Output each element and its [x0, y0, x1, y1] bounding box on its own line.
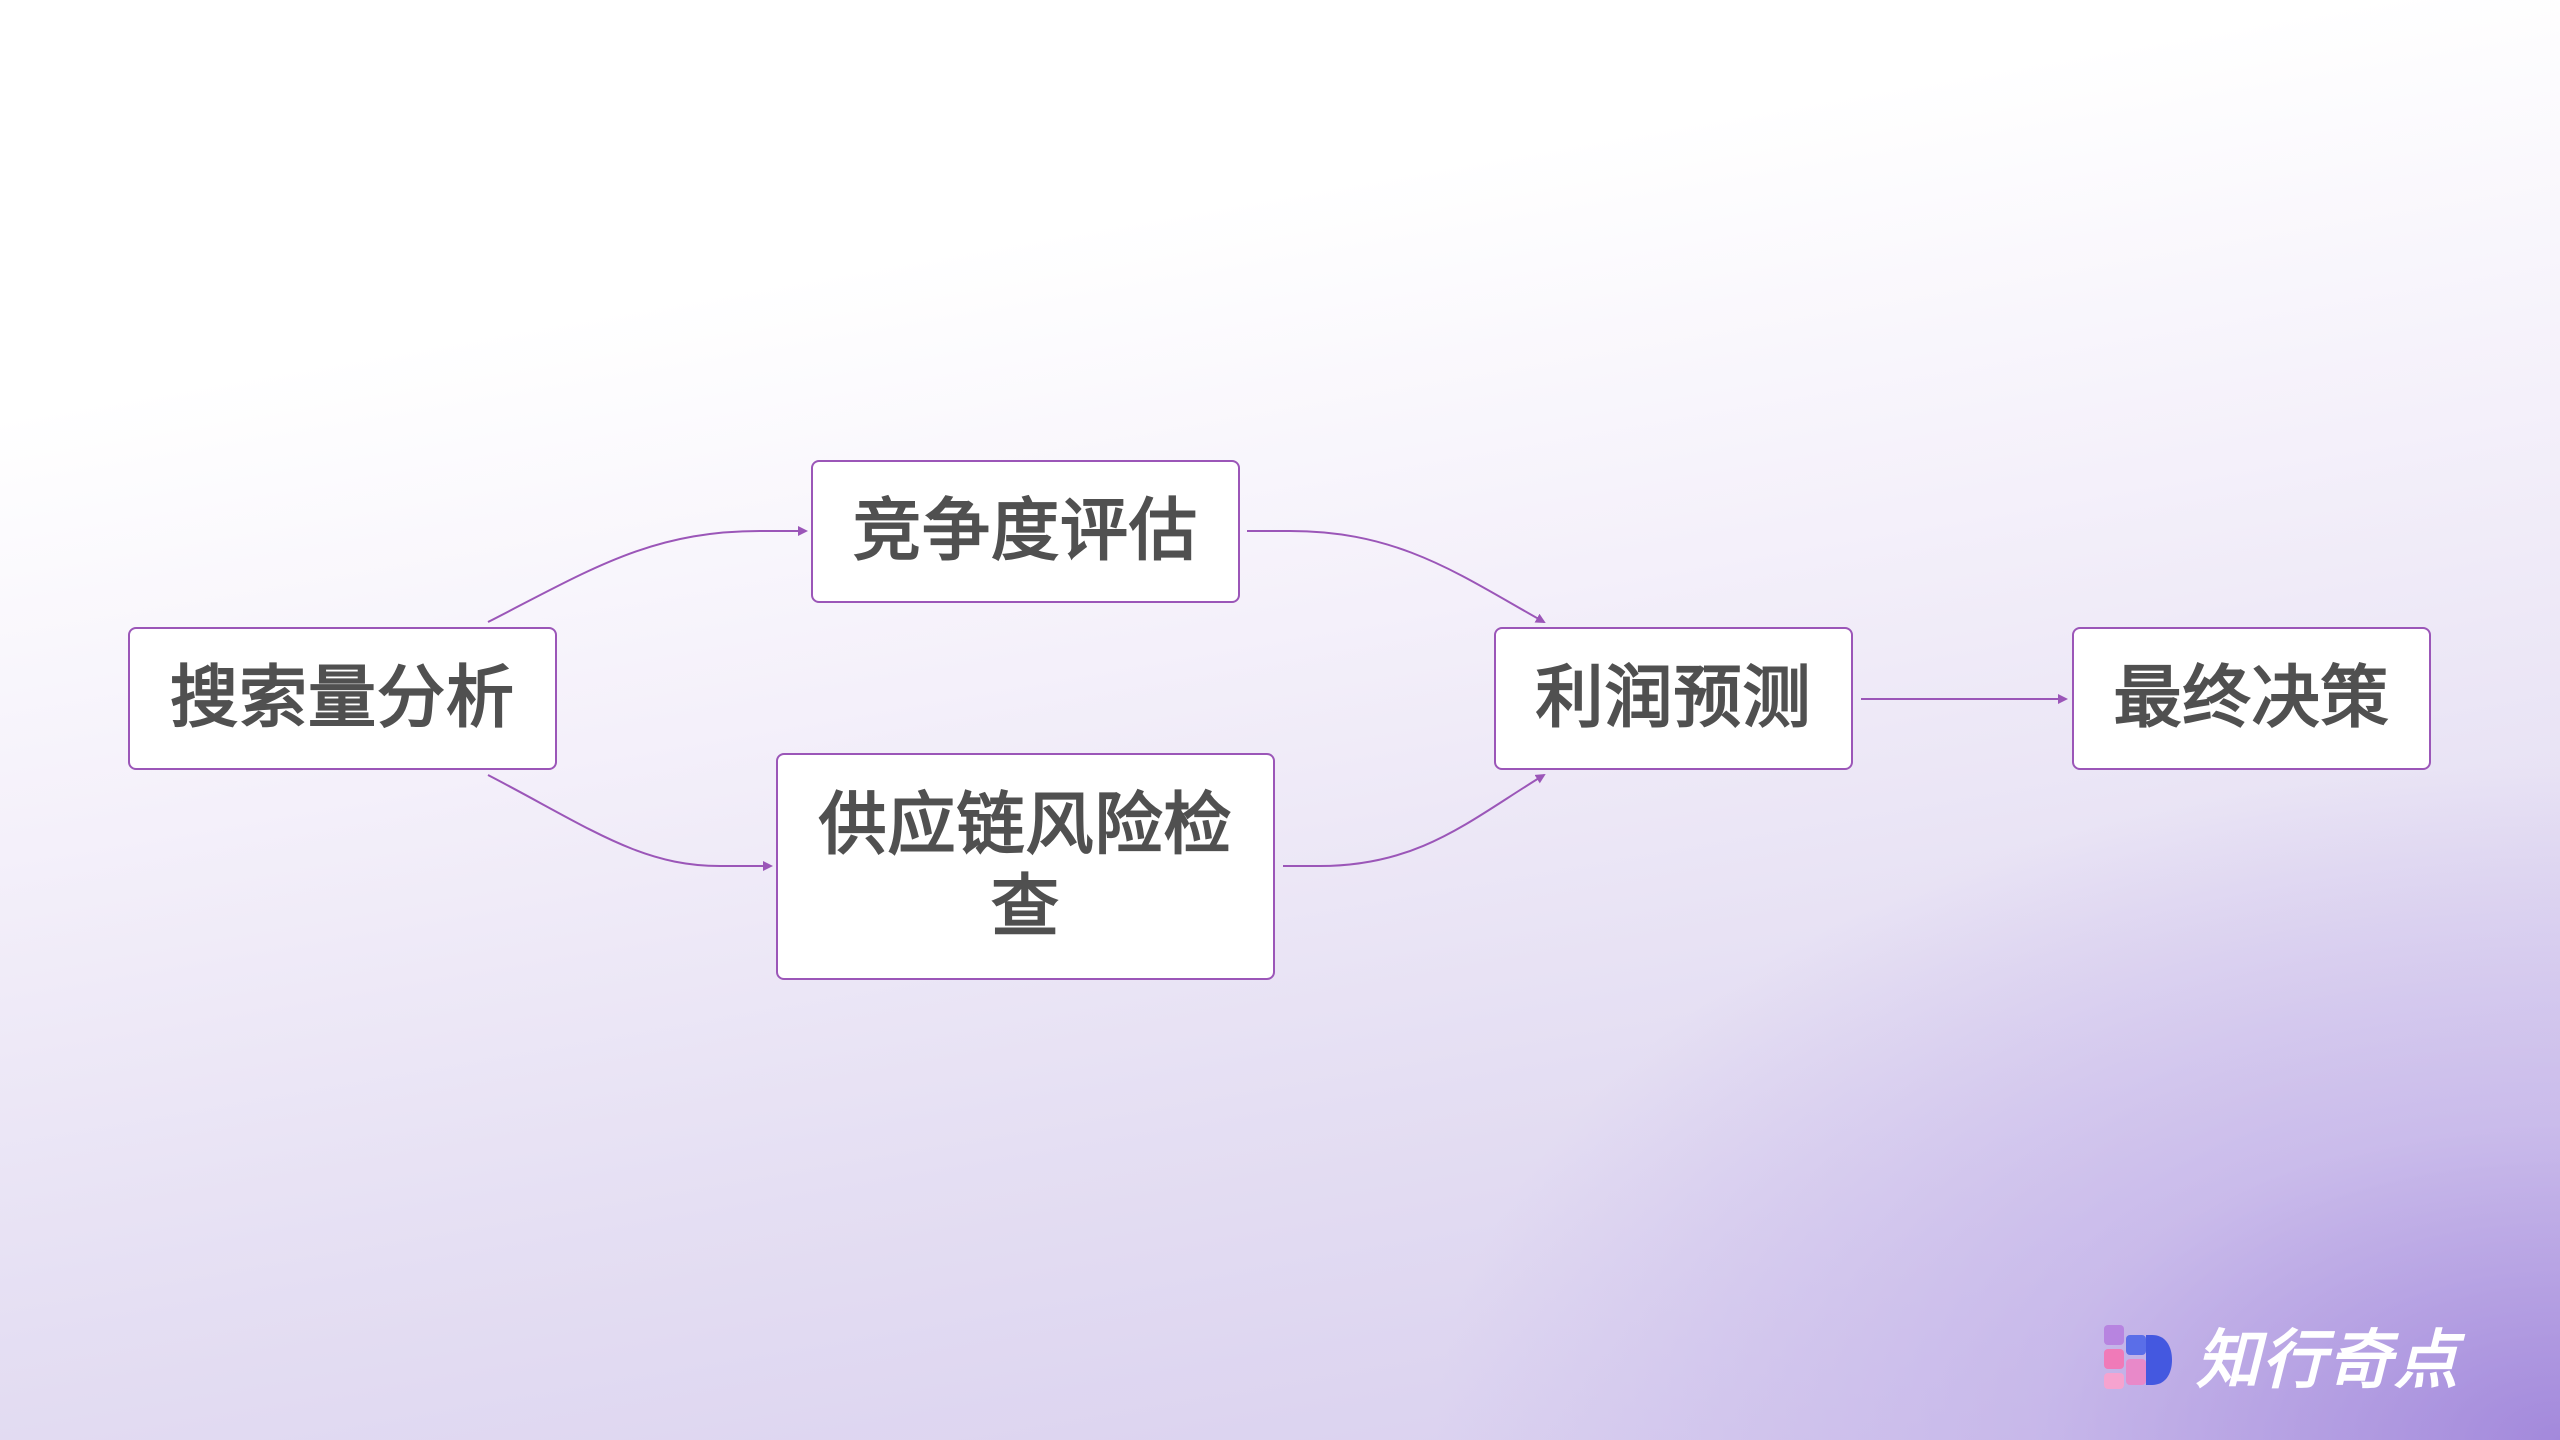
node-profit-forecast: 利润预测 [1494, 627, 1853, 770]
node-label: 利润预测 [1535, 658, 1812, 738]
node-final-decision: 最终决策 [2072, 627, 2431, 770]
brand-logo-icon [2104, 1325, 2172, 1389]
edge-search-to-supply [487, 774, 773, 871]
brand-name: 知行奇点 [2196, 1324, 2460, 1398]
node-label: 搜索量分析 [169, 658, 515, 738]
node-label: 最终决策 [2113, 658, 2390, 738]
node-competition-assessment: 竞争度评估 [811, 460, 1240, 603]
edge-competition-to-profit [1247, 530, 1546, 623]
brand-watermark: 知行奇点 [2100, 1310, 2520, 1400]
node-label: 供应链风险检查 [818, 785, 1233, 947]
node-supply-chain-risk-check: 供应链风险检查 [776, 753, 1275, 980]
node-search-volume-analysis: 搜索量分析 [128, 627, 557, 770]
edge-search-to-competition [487, 526, 808, 623]
node-label: 竞争度评估 [852, 491, 1198, 571]
edge-supply-to-profit [1283, 773, 1546, 867]
